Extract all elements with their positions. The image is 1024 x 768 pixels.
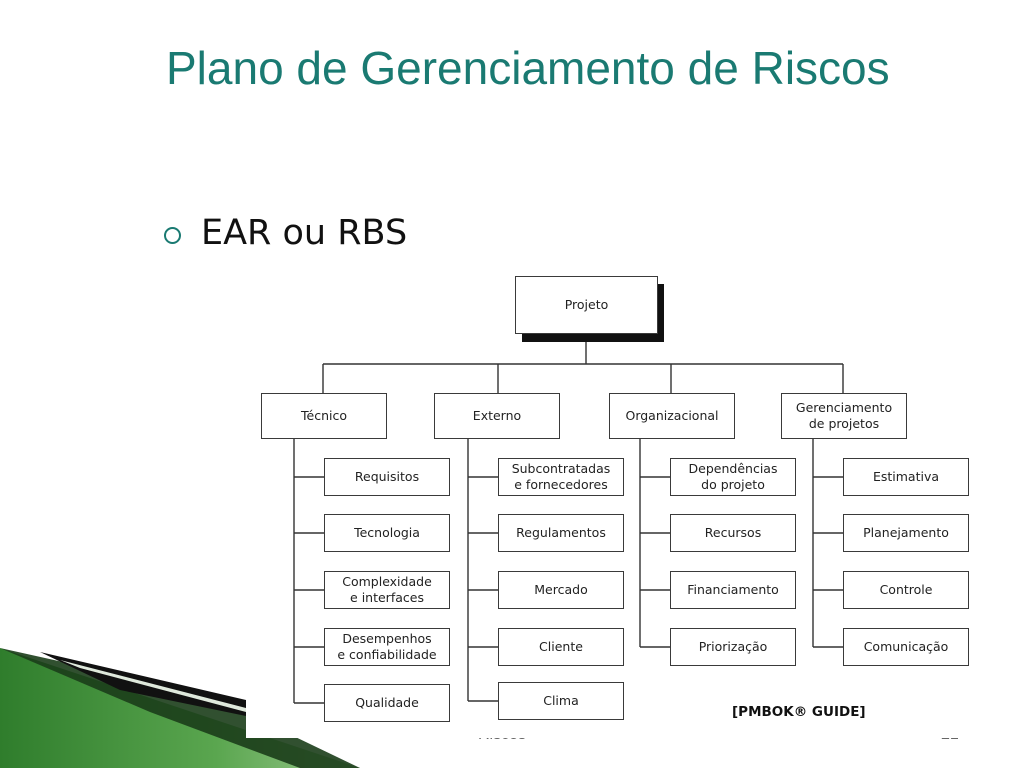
risk-breakdown-structure-diagram: Projeto Técnico Externo Organizacional G… [246,262,988,738]
leaf-node: Planejamento [843,514,969,552]
hollow-circle-bullet-icon [164,226,181,244]
leaf-node: Controle [843,571,969,609]
category-node-externo: Externo [434,393,560,439]
leaf-node: Recursos [670,514,796,552]
root-node: Projeto [515,276,658,334]
leaf-node: Requisitos [324,458,450,496]
connector-lines [293,334,844,704]
slide-title: Plano de Gerenciamento de Riscos [166,42,890,94]
leaf-node: Clima [498,682,624,720]
category-node-tecnico: Técnico [261,393,387,439]
leaf-node: Priorização [670,628,796,666]
leaf-node: Tecnologia [324,514,450,552]
leaf-node: Dependências do projeto [670,458,796,496]
source-citation: [PMBOK® GUIDE] [732,704,866,720]
leaf-node: Qualidade [324,684,450,722]
leaf-node: Estimativa [843,458,969,496]
leaf-node: Regulamentos [498,514,624,552]
leaf-node: Financiamento [670,571,796,609]
bullet-item: EAR ou RBS [164,213,407,253]
leaf-node: Subcontratadas e fornecedores [498,458,624,496]
category-node-gerenciamento: Gerenciamento de projetos [781,393,907,439]
leaf-node: Comunicação [843,628,969,666]
leaf-node: Desempenhos e confiabilidade [324,628,450,666]
leaf-node: Cliente [498,628,624,666]
leaf-node: Complexidade e interfaces [324,571,450,609]
leaf-node: Mercado [498,571,624,609]
category-node-organizacional: Organizacional [609,393,735,439]
bullet-text: EAR ou RBS [201,213,408,253]
